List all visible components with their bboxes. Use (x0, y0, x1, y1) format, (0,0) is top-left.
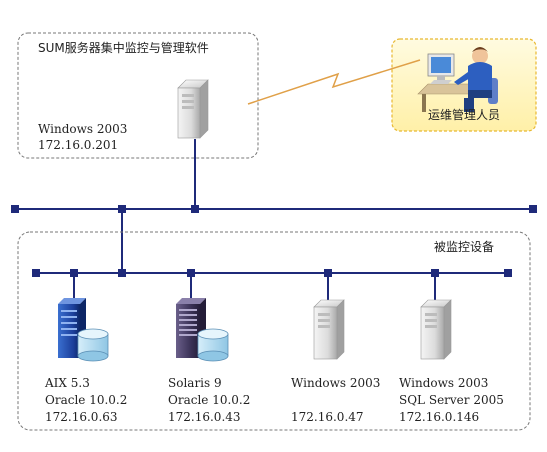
device-4-line1: Windows 2003 (399, 376, 489, 390)
segment-end-right (504, 269, 512, 277)
device-2-line1: Solaris 9 (168, 376, 222, 390)
sum-server-box (17, 32, 259, 159)
tower-server-icon (420, 299, 452, 360)
device-1-ip: 172.16.0.63 (45, 410, 118, 424)
monitored-group-label: 被监控设备 (434, 240, 495, 254)
device-3-line1: Windows 2003 (291, 376, 381, 390)
segment-end-left (32, 269, 40, 277)
device-1-line1: AIX 5.3 (45, 376, 90, 390)
device-3-ip: 172.16.0.47 (291, 410, 364, 424)
device-1-line2: Oracle 10.0.2 (45, 393, 128, 407)
device-4-line2: SQL Server 2005 (399, 393, 504, 407)
sum-server-ip: 172.16.0.201 (38, 138, 119, 152)
sum-server-icon (177, 79, 209, 139)
segment-node-2 (118, 269, 126, 277)
sum-software-title: SUM服务器集中监控与管理软件 (38, 41, 209, 55)
backbone-end-right (529, 205, 537, 213)
backbone-end-left (11, 205, 19, 213)
operator-person-icon (417, 47, 498, 112)
operator-label: 运维管理人员 (428, 108, 501, 122)
device-2-ip: 172.16.0.43 (168, 410, 241, 424)
sun-server-database-icon (176, 298, 229, 362)
sum-server-os: Windows 2003 (38, 122, 128, 136)
backbone-node-2 (191, 205, 199, 213)
ibm-server-database-icon (58, 298, 109, 362)
device-4-ip: 172.16.0.146 (399, 410, 480, 424)
tower-server-icon (313, 299, 345, 360)
remote-link (247, 59, 421, 105)
device-2-line2: Oracle 10.0.2 (168, 393, 251, 407)
